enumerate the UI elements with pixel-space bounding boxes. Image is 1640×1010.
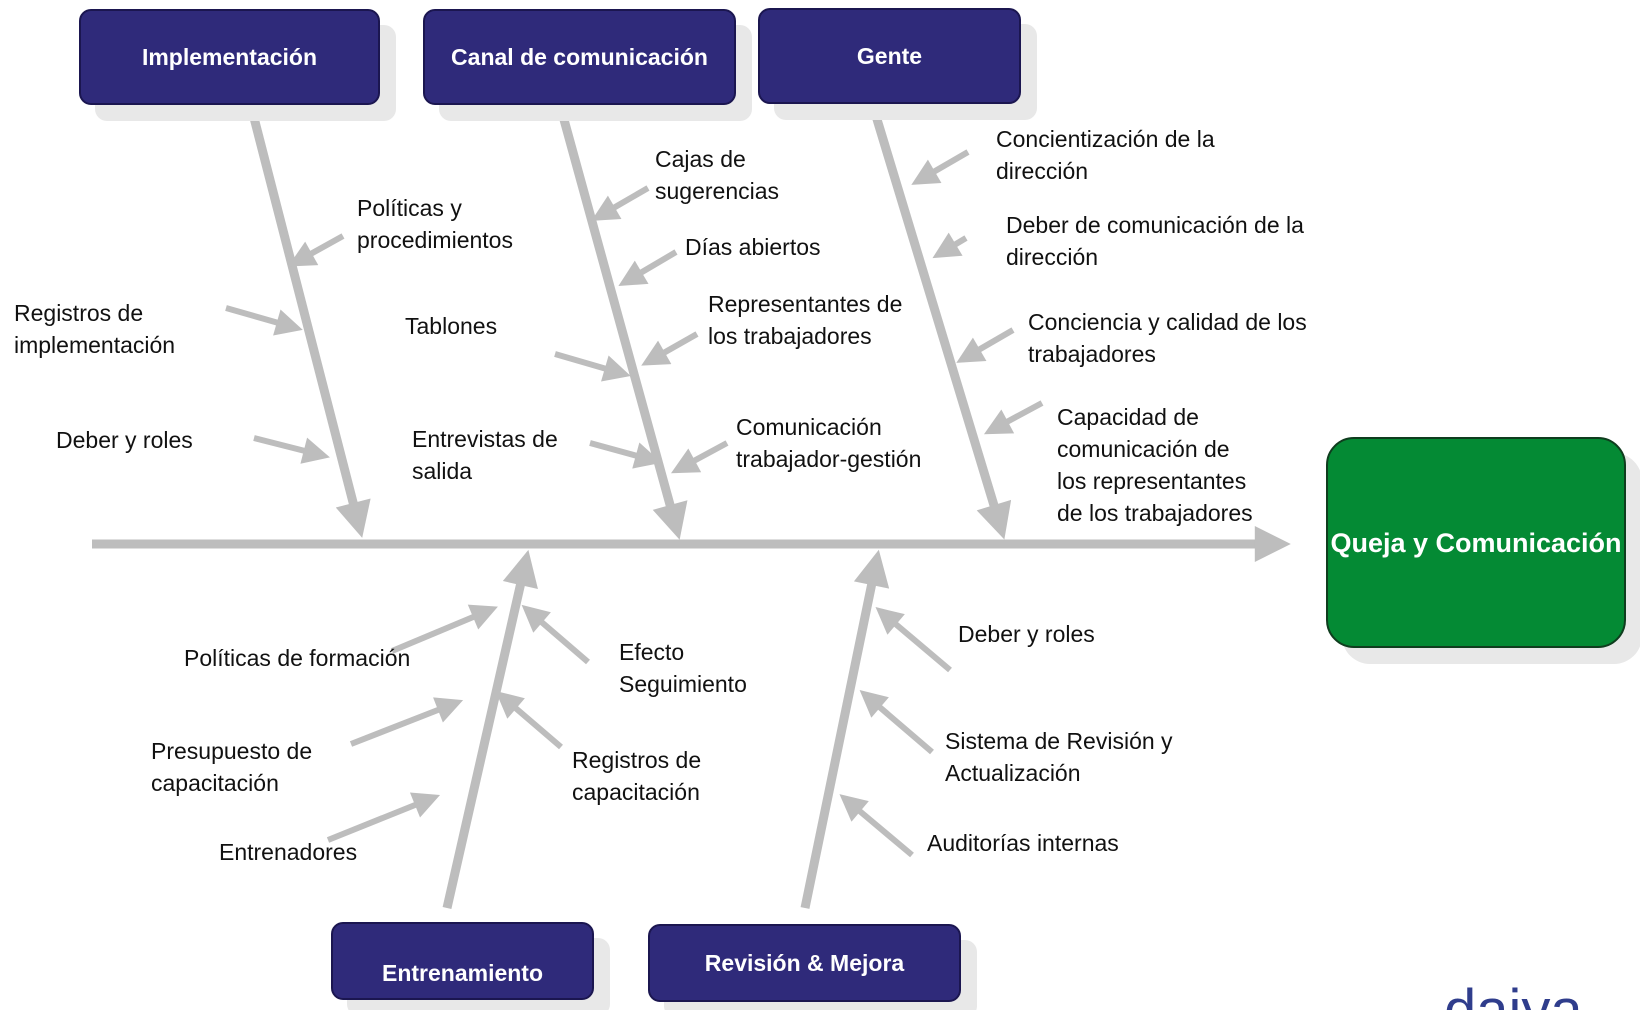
cause-arrow bbox=[911, 149, 970, 185]
cause-arrow bbox=[225, 305, 303, 336]
cause-arrow bbox=[875, 607, 952, 673]
cause-arrow bbox=[390, 604, 498, 654]
cause-arrow bbox=[554, 351, 631, 382]
category-implementacion: Implementación bbox=[79, 9, 380, 105]
cause-label: Deber de comunicación de la dirección bbox=[1006, 212, 1304, 270]
cause-label: Comunicación trabajador-gestión bbox=[736, 414, 922, 472]
cause-arrow bbox=[349, 697, 464, 747]
cause-arrow bbox=[839, 794, 914, 858]
cause-arrow bbox=[326, 792, 441, 843]
category-gente: Gente bbox=[758, 8, 1021, 104]
cause-label: Tablones bbox=[405, 313, 498, 339]
cause-label: Capacidad de comunicación de los represe… bbox=[1057, 404, 1253, 526]
cause-arrow bbox=[983, 400, 1044, 435]
cause-label: Auditorías internas bbox=[927, 830, 1119, 856]
cause-arrow bbox=[641, 331, 699, 366]
category-canal-de-comunicacion: Canal de comunicación bbox=[423, 9, 736, 105]
category-entrenamiento: Entrenamiento bbox=[331, 922, 594, 1000]
cause-arrow bbox=[253, 435, 330, 464]
cause-arrow bbox=[932, 232, 968, 259]
cause-arrow bbox=[670, 440, 729, 474]
cause-label: Deber y roles bbox=[56, 427, 193, 453]
cause-label: Políticas de formación bbox=[184, 645, 411, 671]
cause-label: Representantes de los trabajadores bbox=[708, 291, 903, 349]
cause-label: Conciencia y calidad de los trabajadores bbox=[1028, 309, 1307, 367]
cause-arrow bbox=[288, 233, 345, 267]
cause-label: Registros de implementación bbox=[14, 300, 176, 358]
cause-label: Entrenadores bbox=[219, 839, 358, 865]
bone-revision bbox=[800, 549, 890, 909]
cause-label: Registros de capacitación bbox=[572, 747, 702, 805]
category-revision-mejora: Revisión & Mejora bbox=[648, 924, 961, 1002]
cause-arrow bbox=[521, 604, 590, 665]
cause-label: Concientización de la dirección bbox=[996, 126, 1215, 184]
cause-arrow bbox=[956, 327, 1015, 363]
cause-arrow bbox=[618, 249, 678, 286]
cause-label: Días abiertos bbox=[685, 234, 821, 260]
cause-arrow bbox=[591, 185, 650, 221]
cause-arrow bbox=[495, 690, 563, 750]
cause-label: Entrevistas de salida bbox=[412, 426, 558, 484]
logo-text: daiya bbox=[1444, 978, 1583, 1010]
cause-label: Presupuesto de capacitación bbox=[151, 738, 313, 796]
effect-box: Queja y Comunicación bbox=[1326, 437, 1626, 648]
cause-label: Políticas y procedimientos bbox=[357, 195, 513, 253]
cause-arrow bbox=[589, 440, 662, 469]
cause-label: Deber y roles bbox=[958, 621, 1095, 647]
cause-arrow bbox=[859, 689, 934, 755]
bone-implementacion bbox=[247, 108, 371, 538]
cause-label: Efecto Seguimiento bbox=[619, 639, 747, 697]
bone-gente bbox=[871, 114, 1012, 540]
cause-label: Sistema de Revisión y Actualización bbox=[945, 728, 1173, 786]
cause-label: Cajas de sugerencias bbox=[655, 146, 780, 204]
bone-entrenamiento bbox=[442, 549, 538, 909]
